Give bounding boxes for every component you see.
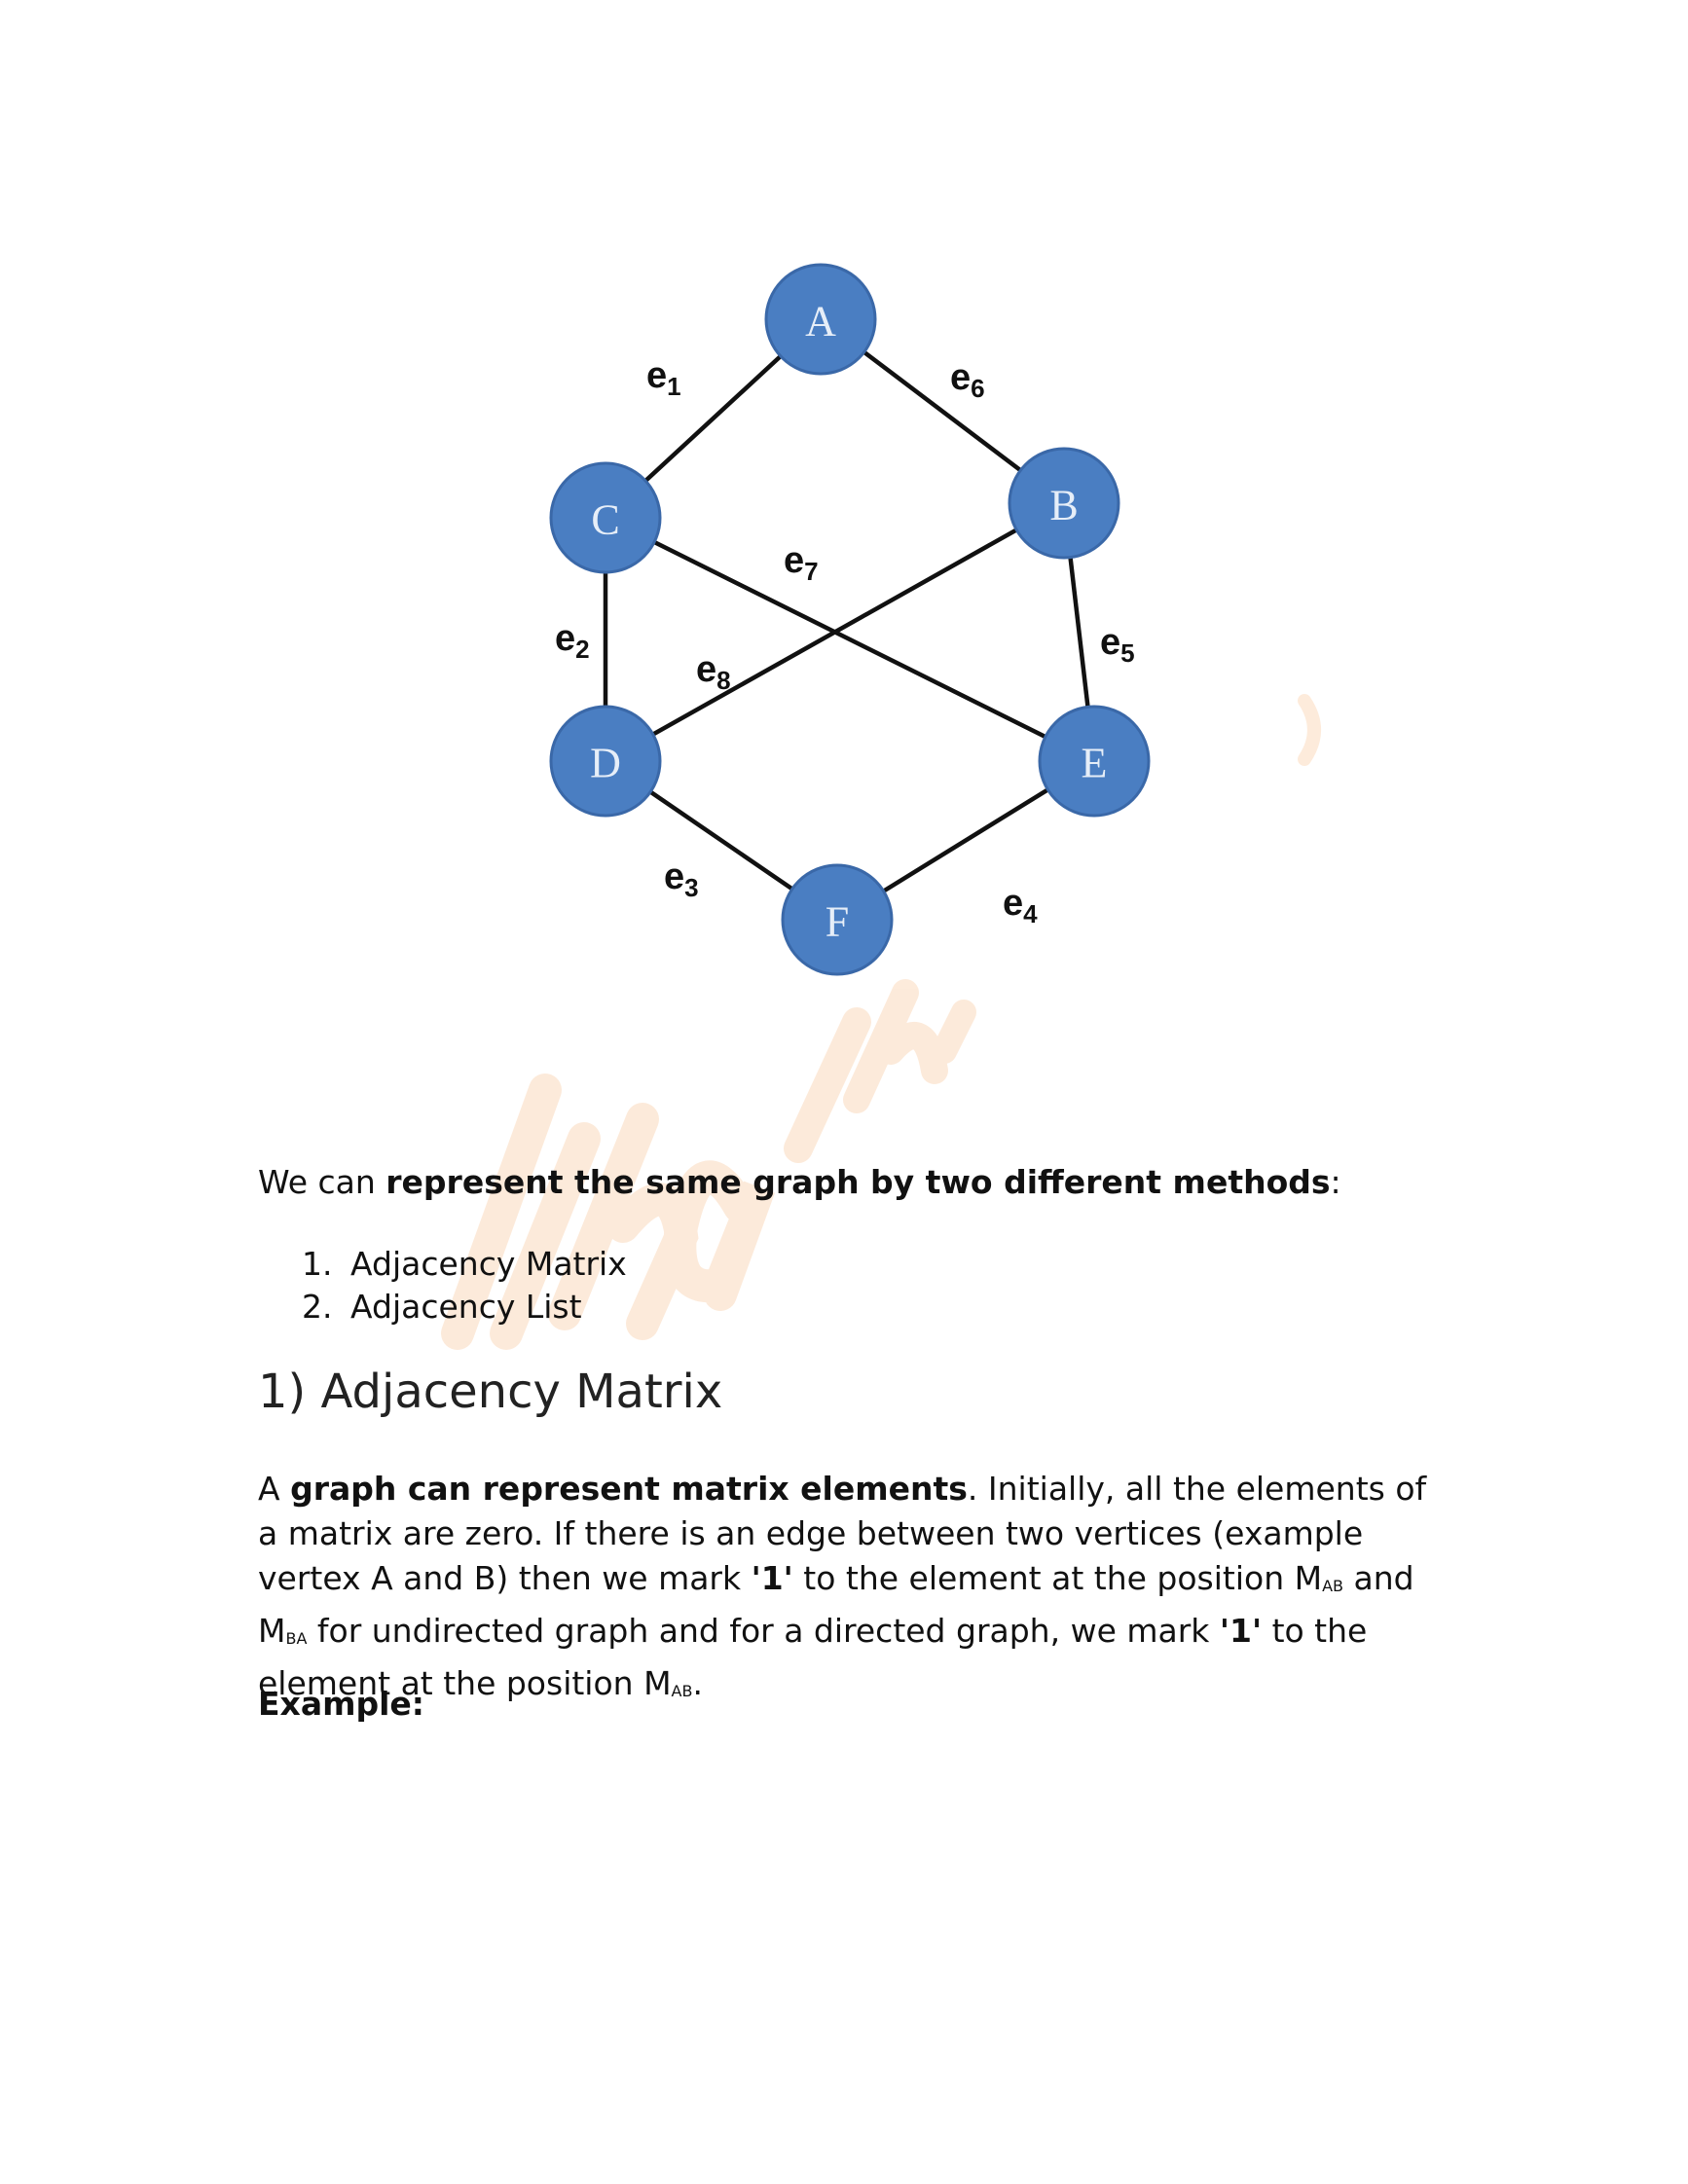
vertex-label: A <box>805 298 836 346</box>
section-heading: 1) Adjacency Matrix <box>258 1365 723 1419</box>
vertex-label: E <box>1082 740 1108 787</box>
edges-layer <box>603 317 1097 922</box>
vertex-circle <box>1038 705 1151 818</box>
vertex-E: E <box>1038 705 1151 818</box>
edge-label-e2: e2 <box>555 618 590 664</box>
list-item: 2.Adjacency List <box>302 1288 582 1326</box>
graph-diagram: e1 e2 e3 e4 e5 e6 e7 e8 A B C D E F <box>549 263 1151 976</box>
vertex-D: D <box>549 705 662 818</box>
vertex-label: D <box>590 740 621 787</box>
intro-sentence: We can represent the same graph by two d… <box>258 1163 1341 1201</box>
edge-label-e3: e3 <box>664 856 699 902</box>
edge-e7 <box>604 515 1096 764</box>
vertex-label: B <box>1049 482 1078 529</box>
vertex-A: A <box>764 263 877 376</box>
description-paragraph: A graph can represent matrix elements. I… <box>258 1470 1427 1702</box>
vertex-circle <box>764 263 877 376</box>
vertex-circle <box>549 705 662 818</box>
edge-label-e4: e4 <box>1003 883 1038 928</box>
edge-labels-layer: e1 e2 e3 e4 e5 e6 e7 e8 <box>555 355 1135 928</box>
vertex-circle <box>549 461 662 574</box>
vertex-C: C <box>549 461 662 574</box>
example-label: Example: <box>258 1685 424 1723</box>
edge-label-e7: e7 <box>784 540 819 586</box>
edge-label-e1: e1 <box>646 355 681 401</box>
vertex-label: F <box>826 898 849 946</box>
edge-label-e5: e5 <box>1100 622 1135 668</box>
edge-label-e6: e6 <box>950 357 985 403</box>
list-item: 1.Adjacency Matrix <box>302 1245 627 1283</box>
edge-e8 <box>604 501 1066 763</box>
intro-bold: represent the same graph by two differen… <box>385 1163 1331 1201</box>
methods-list: 1.Adjacency Matrix 2.Adjacency List <box>302 1243 1499 1329</box>
vertex-B: B <box>1008 447 1120 560</box>
vertex-F: F <box>781 863 894 976</box>
vertex-circle <box>1008 447 1120 560</box>
vertex-circle <box>781 863 894 976</box>
graph-figure: e1 e2 e3 e4 e5 e6 e7 e8 A B C D E F <box>526 243 1188 1012</box>
vertices-layer: A B C D E F <box>549 263 1151 976</box>
edge-label-e8: e8 <box>696 649 731 695</box>
vertex-label: C <box>591 496 619 544</box>
